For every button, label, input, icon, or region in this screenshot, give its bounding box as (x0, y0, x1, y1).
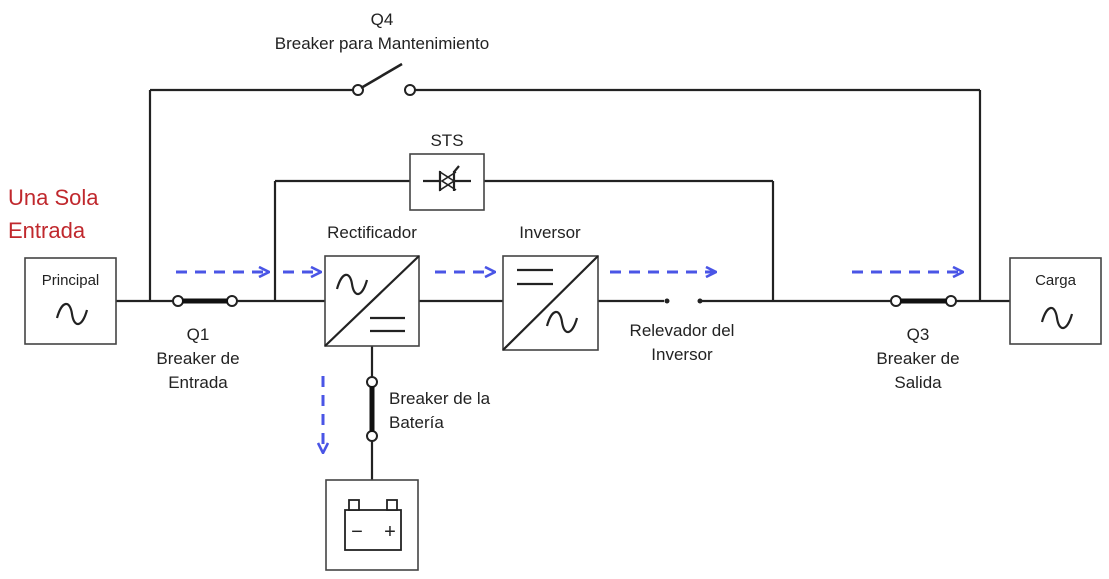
inverter-relay: Relevador del Inversor (630, 298, 735, 364)
ac-sine-icon (55, 302, 89, 326)
battery-plus: + (384, 521, 396, 543)
q4-breaker: Q4 Breaker para Mantenimiento (275, 10, 490, 96)
q3-code: Q3 (907, 325, 930, 344)
q1-line2: Entrada (168, 373, 228, 392)
carga-load: Carga (1009, 257, 1102, 345)
principal-label: Principal (42, 272, 100, 289)
principal-source: Principal (24, 257, 117, 345)
title-line-2: Entrada (8, 218, 86, 243)
q3-line1: Breaker de (876, 349, 959, 368)
q4-code: Q4 (371, 10, 394, 29)
battery-breaker-line1: Breaker de la (389, 389, 491, 408)
title-line-1: Una Sola (8, 185, 99, 210)
wiring (116, 88, 1010, 480)
q1-breaker: Q1 Breaker de Entrada (156, 295, 240, 392)
battery-minus: − (351, 521, 363, 543)
battery-breaker: Breaker de la Batería (366, 376, 491, 442)
battery-icon: − + (344, 499, 402, 551)
q1-code: Q1 (187, 325, 210, 344)
ac-dc-converter-icon (335, 273, 369, 296)
inversor-block: Inversor (502, 223, 599, 351)
q3-line2: Salida (894, 373, 942, 392)
relay-line1: Relevador del (630, 321, 735, 340)
carga-label: Carga (1035, 272, 1077, 289)
rectificador-label: Rectificador (327, 223, 417, 242)
q1-line1: Breaker de (156, 349, 239, 368)
q4-open-contact (360, 62, 403, 90)
ac-sine-icon (1040, 306, 1074, 330)
power-flow-arrows (176, 272, 962, 452)
sts-label: STS (430, 131, 463, 150)
battery-breaker-line2: Batería (389, 413, 444, 432)
q4-name: Breaker para Mantenimiento (275, 34, 490, 53)
rectificador-block: Rectificador (324, 223, 420, 347)
inversor-label: Inversor (519, 223, 581, 242)
battery-block: − + (325, 479, 419, 571)
thyristor-switch-icon (423, 165, 471, 192)
relay-line2: Inversor (651, 345, 713, 364)
q3-breaker: Q3 Breaker de Salida (876, 295, 960, 392)
sts-block: STS (409, 131, 485, 211)
